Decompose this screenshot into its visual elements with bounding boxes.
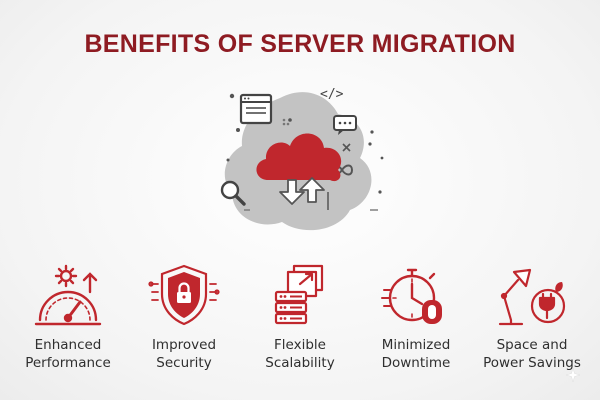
benefit-enhanced-performance: Enhanced Performance xyxy=(12,262,124,372)
browser-window-icon xyxy=(239,93,273,125)
shield-lock-icon xyxy=(148,264,220,326)
magnifier-icon xyxy=(220,180,246,206)
sparkle-icon xyxy=(566,368,580,382)
server-migration-illustration: </> xyxy=(220,87,384,231)
page-title: BENEFITS OF SERVER MIGRATION xyxy=(84,30,516,58)
benefit-label: Enhanced Performance xyxy=(25,337,111,371)
stopwatch-zero-icon xyxy=(381,268,442,324)
chat-bubble-icon xyxy=(333,115,357,135)
benefit-label: Space and Power Savings xyxy=(483,337,581,371)
benefit-label: Flexible Scalability xyxy=(265,337,335,371)
cloud-sync-icon xyxy=(256,133,342,210)
benefit-minimized-downtime: Minimized Downtime xyxy=(360,262,472,372)
server-stack-scale-icon xyxy=(274,264,324,325)
benefit-label: Improved Security xyxy=(151,337,217,371)
lamp-plug-icon xyxy=(498,268,566,326)
speedometer-gear-icon xyxy=(34,264,102,326)
benefits-row: Enhanced Performance Improved Security xyxy=(0,262,600,372)
benefit-space-and-power-savings: Space and Power Savings xyxy=(476,262,588,372)
close-icon xyxy=(342,143,351,152)
code-brackets-icon: </> xyxy=(320,87,344,102)
benefit-flexible-scalability: Flexible Scalability xyxy=(244,262,356,372)
benefit-label: Minimized Downtime xyxy=(381,337,451,371)
benefit-improved-security: Improved Security xyxy=(128,262,240,372)
